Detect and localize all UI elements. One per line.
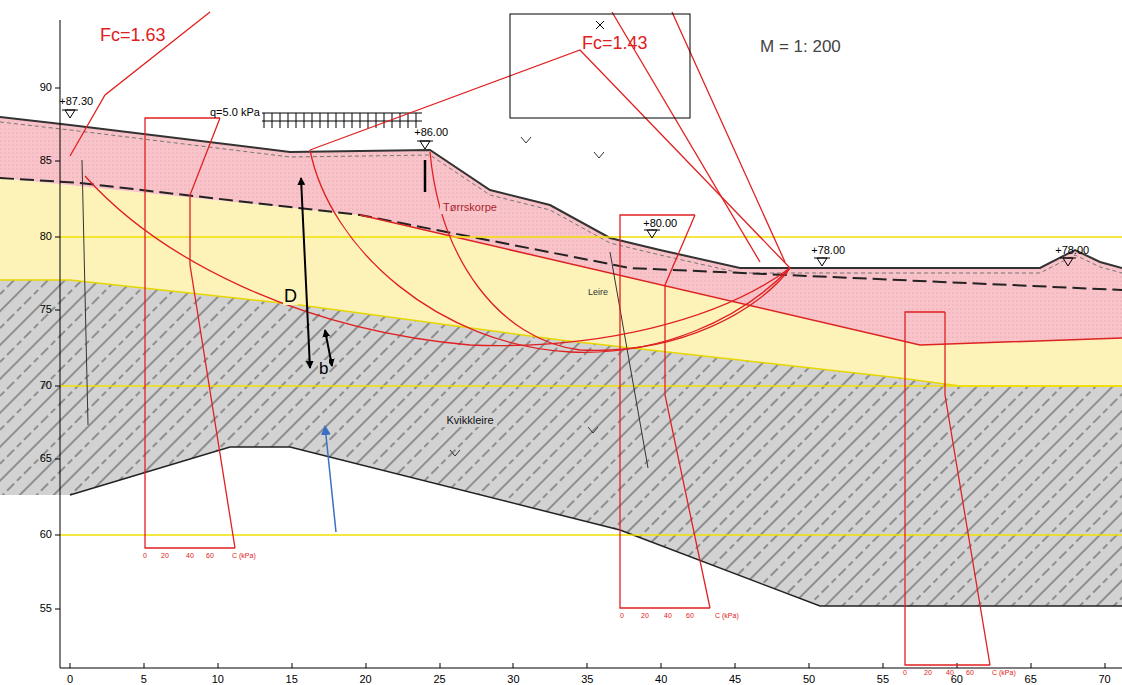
axis-label: 0 — [903, 669, 907, 676]
axis-label: 65 — [40, 453, 52, 464]
axis-label: 40 — [946, 669, 954, 676]
axis-label: C (kPa) — [715, 612, 739, 619]
axis-label: 60 — [40, 529, 52, 540]
axis-label: 75 — [40, 304, 52, 315]
axis-label: 70 — [40, 380, 52, 391]
axis-label: 60 — [686, 612, 694, 619]
dimension-label: D — [283, 287, 298, 305]
layer-name: Kvikkleire — [446, 414, 493, 426]
axis-label: 20 — [161, 552, 169, 559]
layer-name: Tørrskorpe — [443, 201, 497, 213]
axis-label: 15 — [286, 674, 298, 685]
heading-label: M = 1: 200 — [760, 38, 841, 55]
elevation-label: +78.00 — [811, 245, 845, 256]
axis-label: 0 — [620, 612, 624, 619]
axis-label: 35 — [581, 674, 593, 685]
soil-layer: Leire — [585, 287, 611, 299]
axis-label: 60 — [206, 552, 214, 559]
axis-label: 20 — [359, 674, 371, 685]
axis-label: 20 — [924, 669, 932, 676]
axis-label: 0 — [143, 552, 147, 559]
axis-label: C (kPa) — [232, 552, 256, 559]
elevation-label: +78.00 — [1055, 245, 1089, 256]
heading-label: Fc=1.43 — [582, 34, 648, 52]
axis-label: 40 — [655, 674, 667, 685]
dimension-label: b — [318, 360, 329, 377]
axis-label: 40 — [186, 552, 194, 559]
axis-label: 25 — [433, 674, 445, 685]
heading-label: Fc=1.63 — [100, 26, 166, 44]
axis-label: 0 — [67, 674, 73, 685]
soil-layer: Tørrskorpe — [440, 200, 500, 214]
axis-label: 45 — [729, 674, 741, 685]
axis-label: 55 — [877, 674, 889, 685]
axis-label: 50 — [803, 674, 815, 685]
axis-label: 65 — [1025, 674, 1037, 685]
elevation-label: q=5.0 kPa — [210, 107, 260, 118]
elevation-label: +80.00 — [643, 218, 677, 229]
axis-label: 55 — [40, 603, 52, 614]
axis-label: 85 — [40, 155, 52, 166]
axis-label: 5 — [141, 674, 147, 685]
axis-label: 10 — [212, 674, 224, 685]
axis-label: 40 — [664, 612, 672, 619]
elevation-label: +86.00 — [414, 127, 448, 138]
axis-label: 90 — [40, 82, 52, 93]
axis-label: C (kPa) — [992, 669, 1016, 676]
layer-name: Leire — [588, 288, 608, 298]
axis-label: 20 — [641, 612, 649, 619]
axis-label: 70 — [1098, 674, 1110, 685]
axis-label: 30 — [507, 674, 519, 685]
axis-label: 80 — [40, 231, 52, 242]
elevation-label: +87.30 — [59, 96, 93, 107]
axis-label: 60 — [966, 669, 974, 676]
soil-layer: Kvikkleire — [443, 413, 496, 427]
